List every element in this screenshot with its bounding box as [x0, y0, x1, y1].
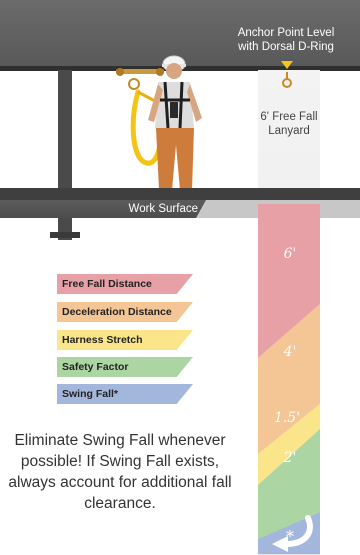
legend-label-deceleration: Deceleration Distance	[62, 306, 172, 318]
fall-clearance-chart	[258, 204, 320, 554]
legend-swatch-harness-stretch	[57, 330, 193, 350]
deceleration-value: 4'	[283, 344, 297, 360]
safety-factor-value: 2'	[283, 450, 297, 466]
segment-safety-factor	[258, 429, 320, 539]
free-fall-value: 6'	[283, 246, 297, 262]
swing-fall-value: *	[286, 527, 294, 546]
legend-label-free-fall: Free Fall Distance	[62, 278, 152, 290]
legend-swatch-free-fall	[57, 274, 193, 294]
support-post-base	[50, 232, 80, 238]
segment-free-fall	[258, 204, 320, 358]
swing-arrow-icon	[283, 515, 313, 547]
anchor-label-line2: with Dorsal D-Ring	[238, 41, 334, 53]
legend-swatch-swing-fall	[57, 384, 193, 404]
legend-label-harness-stretch: Harness Stretch	[62, 334, 143, 346]
lanyard-label-line2: Lanyard	[268, 125, 310, 137]
work-surface-label: Work Surface	[128, 203, 198, 215]
legend-label-safety-factor: Safety Factor	[62, 361, 129, 373]
segment-harness-stretch	[258, 404, 320, 485]
anchor-marker-icon	[281, 61, 293, 88]
work-surface-edge	[0, 188, 360, 200]
harness-stretch-value: 1.5'	[273, 410, 301, 426]
anchor-label-line1: Anchor Point Level	[237, 27, 335, 39]
anchor-clamp-icon	[116, 68, 164, 90]
worker-figure-icon	[130, 55, 202, 194]
legend-swatch-safety-factor	[57, 357, 193, 377]
legend-label-swing-fall: Swing Fall*	[62, 388, 119, 400]
lanyard-label-line1: 6' Free Fall	[260, 111, 318, 123]
swing-fall-note: Eliminate Swing Fall whenever possible! …	[8, 432, 232, 512]
legend-swatch-deceleration	[57, 302, 193, 322]
